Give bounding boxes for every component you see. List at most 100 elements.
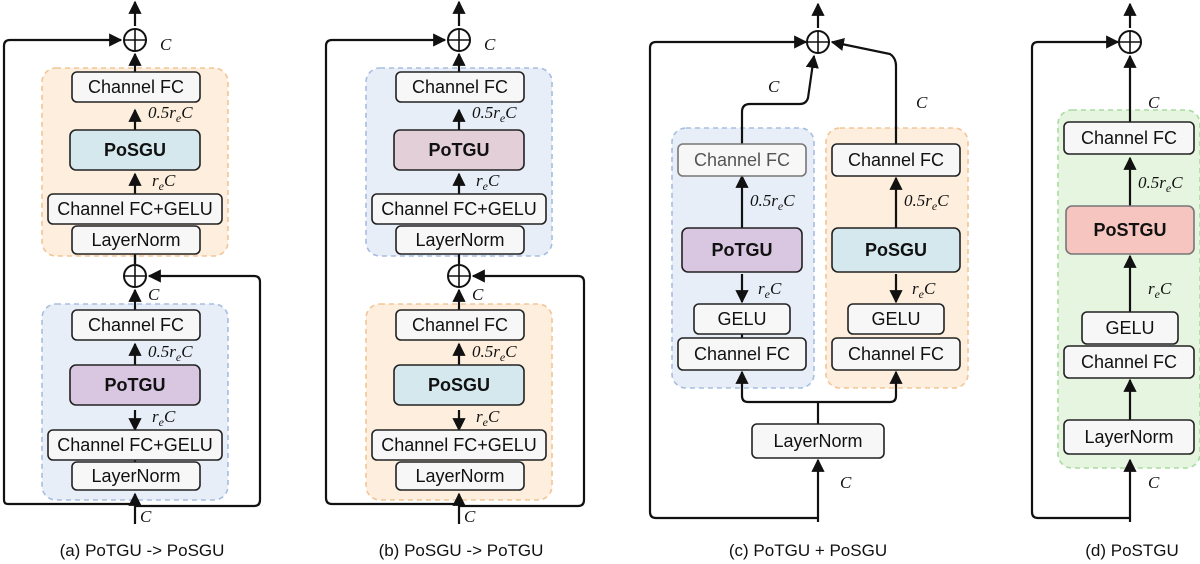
potgu-a — [69, 364, 201, 406]
dim-re-b2: r — [476, 407, 483, 426]
channel-fc-d1-label: Channel FC — [1081, 128, 1177, 148]
dim-re-c2: r — [912, 279, 919, 298]
gelu-c2-label: GELU — [871, 309, 920, 329]
posgu-b-label: PoSGU — [428, 375, 490, 395]
channel-fc-gelu-b2 — [371, 429, 547, 461]
svg-text:reC: reC — [1148, 279, 1172, 301]
channel-fc-b1 — [395, 71, 525, 103]
gelu-c1-label: GELU — [717, 309, 766, 329]
layernorm-a2 — [71, 461, 201, 491]
svg-text:0.5reC: 0.5reC — [472, 103, 517, 125]
gelu-d-label: GELU — [1105, 318, 1154, 338]
dim-c-a-mid: C — [148, 285, 160, 304]
channel-fc-c2-label: Channel FC — [694, 344, 790, 364]
dim-re-c1: r — [758, 279, 765, 298]
caption-a: (a) PoTGU -> PoSGU — [60, 541, 225, 560]
svg-text:reC: reC — [152, 407, 176, 429]
postgu-d — [1065, 205, 1195, 255]
channel-fc-a1-label: Channel FC — [88, 77, 184, 97]
dim-half-d: 0.5r — [1138, 173, 1166, 192]
posgu-b — [393, 364, 525, 406]
layernorm-b1-label: LayerNorm — [415, 230, 504, 250]
svg-text:reC: reC — [758, 279, 782, 301]
dim-c-d-bottom: C — [1148, 473, 1160, 492]
layernorm-b2-label: LayerNorm — [415, 466, 504, 486]
layernorm-c — [751, 423, 885, 459]
panel-d: Channel FC PoSTGU GELU Channel FC LayerN… — [1030, 2, 1200, 560]
panel-b: Channel FC PoTGU Channel FC+GELU LayerNo… — [324, 0, 586, 560]
dim-re-a1: r — [152, 171, 159, 190]
dim-c-a-bottom: C — [140, 507, 152, 526]
panel-c: Channel FC PoTGU GELU Channel FC Channel… — [648, 2, 969, 560]
potgu-c-label: PoTGU — [712, 240, 773, 260]
channel-fc-c4 — [831, 337, 961, 371]
channel-fc-a2-label: Channel FC — [88, 315, 184, 335]
channel-fc-a2 — [71, 309, 201, 341]
gelu-c2 — [847, 303, 945, 335]
postgu-d-label: PoSTGU — [1093, 220, 1166, 240]
dim-c-b-top: C — [484, 35, 496, 54]
channel-fc-c3 — [831, 143, 961, 177]
channel-fc-c1 — [677, 143, 807, 177]
dim-re-b1: r — [476, 171, 483, 190]
dim-half-a1: 0.5r — [148, 103, 176, 122]
channel-fc-c3-label: Channel FC — [848, 150, 944, 170]
caption-c: (c) PoTGU + PoSGU — [729, 541, 887, 560]
potgu-b — [393, 129, 525, 171]
caption-b: (b) PoSGU -> PoTGU — [379, 541, 544, 560]
posgu-c — [831, 227, 961, 273]
svg-text:reC: reC — [476, 171, 500, 193]
potgu-b-label: PoTGU — [429, 140, 490, 160]
dim-half-b1: 0.5r — [472, 103, 500, 122]
dim-re-d: r — [1148, 279, 1155, 298]
dim-c-a-top: C — [160, 35, 172, 54]
dim-c-c-right: C — [916, 93, 928, 112]
channel-fc-gelu-b1 — [371, 193, 547, 225]
channel-fc-c2 — [677, 337, 807, 371]
dim-half-b2: 0.5r — [472, 342, 500, 361]
channel-fc-c4-label: Channel FC — [848, 344, 944, 364]
svg-text:0.5reC: 0.5reC — [472, 342, 517, 364]
channel-fc-b2 — [395, 309, 525, 341]
potgu-a-label: PoTGU — [105, 375, 166, 395]
channel-fc-d2-label: Channel FC — [1081, 352, 1177, 372]
svg-text:reC: reC — [476, 407, 500, 429]
channel-fc-d1 — [1063, 121, 1195, 155]
channel-fc-d2 — [1063, 345, 1195, 379]
dim-c-b-bottom: C — [464, 507, 476, 526]
channel-fc-a1 — [71, 71, 201, 103]
dim-half-c2: 0.5r — [904, 191, 932, 210]
dim-c-d-top: C — [1148, 93, 1160, 112]
channel-fc-gelu-a2 — [47, 429, 223, 461]
gelu-c1 — [693, 303, 791, 335]
dim-half-c1: 0.5r — [750, 191, 778, 210]
svg-text:0.5reC: 0.5reC — [904, 191, 949, 213]
svg-text:reC: reC — [152, 171, 176, 193]
layernorm-b2 — [395, 461, 525, 491]
posgu-a-label: PoSGU — [104, 140, 166, 160]
gelu-d — [1081, 311, 1179, 345]
channel-fc-b2-label: Channel FC — [412, 315, 508, 335]
svg-text:reC: reC — [912, 279, 936, 301]
channel-fc-gelu-a2-label: Channel FC+GELU — [57, 435, 213, 455]
layernorm-b1 — [395, 225, 525, 255]
channel-fc-gelu-a1 — [47, 193, 223, 225]
dim-half-a2: 0.5r — [148, 342, 176, 361]
channel-fc-gelu-a1-label: Channel FC+GELU — [57, 199, 213, 219]
layernorm-a1 — [71, 225, 201, 255]
svg-text:0.5reC: 0.5reC — [148, 103, 193, 125]
layernorm-d-label: LayerNorm — [1084, 427, 1173, 447]
channel-fc-gelu-b2-label: Channel FC+GELU — [381, 435, 537, 455]
layernorm-a1-label: LayerNorm — [91, 230, 180, 250]
channel-fc-c1-label: Channel FC — [694, 150, 790, 170]
dim-c-b-mid: C — [472, 285, 484, 304]
svg-text:0.5reC: 0.5reC — [750, 191, 795, 213]
caption-d: (d) PoSTGU — [1085, 541, 1179, 560]
potgu-c — [681, 227, 803, 273]
dim-re-a2: r — [152, 407, 159, 426]
dim-c-c-bottom: C — [840, 473, 852, 492]
channel-fc-gelu-b1-label: Channel FC+GELU — [381, 199, 537, 219]
posgu-a — [69, 129, 201, 171]
dim-c-c-left: C — [768, 77, 780, 96]
